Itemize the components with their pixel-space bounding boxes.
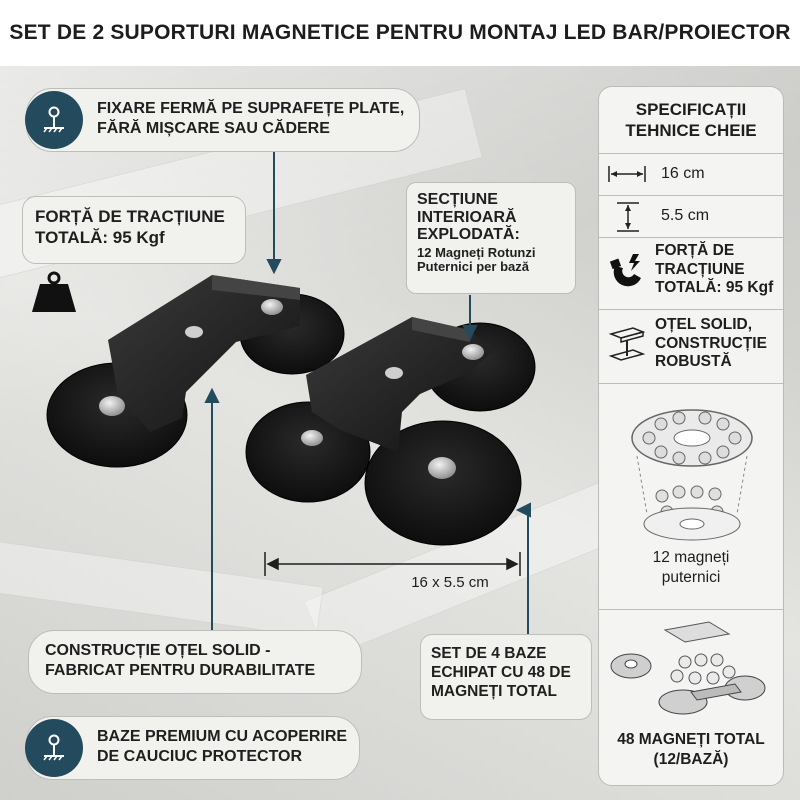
- right-mount-bracket: [245, 317, 536, 546]
- dimension-label: 16 x 5.5 cm: [411, 574, 489, 591]
- spec-row-magnets: 12 magneți puternici: [599, 383, 783, 609]
- callout-pull-force: FORȚĂ DE TRACȚIUNE TOTALĂ: 95 Kgf: [22, 196, 246, 264]
- assembly-diagram: [610, 621, 766, 715]
- callout-text: Puternici per bază: [417, 259, 529, 275]
- callout-text: DE CAUCIUC PROTECTOR: [97, 747, 303, 765]
- spec-row-pull: FORȚĂ DE TRACȚIUNE TOTALĂ: 95 Kgf: [599, 237, 783, 309]
- spec-row-total: 48 MAGNEȚI TOTAL (12/BAZĂ): [599, 609, 783, 785]
- page-title: SET DE 2 SUPORTURI MAGNETICE PENTRU MONT…: [0, 0, 800, 66]
- pointer-lines: [204, 150, 531, 638]
- mount-icon-badge: [25, 91, 83, 149]
- callout-secure-fixing: FIXARE FERMĂ PE SUPRAFEȚE PLATE, FĂRĂ MI…: [25, 88, 420, 152]
- specs-heading: TEHNICE CHEIE: [625, 121, 757, 141]
- left-mount-bracket: [46, 275, 345, 468]
- specs-heading: SPECIFICAȚII: [635, 100, 747, 119]
- mount-icon: [43, 734, 64, 761]
- callout-text: FĂRĂ MIȘCARE SAU CĂDERE: [97, 119, 330, 137]
- steel-beam-icon: [608, 327, 646, 361]
- specs-panel: SPECIFICAȚII TEHNICE CHEIE 16 cm 5.5 cm: [598, 86, 784, 786]
- spec-magnets-text: puternici: [661, 569, 721, 587]
- callout-text: SET DE 4 BAZE: [431, 645, 547, 662]
- spec-pull-text: TRACȚIUNE: [655, 260, 745, 278]
- spec-steel-text: OȚEL SOLID,: [655, 316, 753, 333]
- callout-rubber-bases: BAZE PREMIUM CU ACOPERIRE DE CAUCIUC PRO…: [25, 716, 360, 780]
- spec-pull-text: FORȚĂ DE: [655, 242, 735, 259]
- weight-icon: [32, 271, 76, 312]
- callout-steel-construction: CONSTRUCȚIE OȚEL SOLID - FABRICAT PENTRU…: [28, 630, 362, 694]
- callout-text: EXPLODATĂ:: [417, 226, 520, 244]
- spec-pull-text: TOTALĂ: 95 Kgf: [655, 279, 774, 297]
- callout-text: ECHIPAT CU 48 DE: [431, 663, 571, 681]
- exploded-magnets-diagram: [631, 409, 753, 541]
- spec-steel-text: CONSTRUCȚIE: [655, 334, 767, 352]
- callout-text: INTERIOARĂ: [417, 208, 517, 226]
- callout-text: BAZE PREMIUM CU ACOPERIRE: [97, 728, 348, 745]
- callout-text: TOTALĂ: 95 Kgf: [35, 227, 165, 247]
- spec-total-text: 48 MAGNEȚI TOTAL: [617, 731, 765, 748]
- mount-icon: [43, 106, 64, 133]
- ruler-height-icon: [617, 202, 639, 232]
- spec-steel-text: ROBUSTĂ: [655, 353, 732, 371]
- callout-text: FIXARE FERMĂ PE SUPRAFEȚE PLATE,: [97, 100, 405, 117]
- spec-row-length: 16 cm: [599, 153, 783, 195]
- spec-row-steel: OȚEL SOLID, CONSTRUCȚIE ROBUSTĂ: [599, 309, 783, 383]
- spec-length-value: 16 cm: [661, 165, 705, 182]
- spec-row-height: 5.5 cm: [599, 195, 783, 237]
- magnet-icon: [609, 254, 641, 287]
- spec-total-text: (12/BAZĂ): [653, 751, 729, 769]
- callout-exploded-section: SECȚIUNE INTERIOARĂ EXPLODATĂ: 12 Magneț…: [406, 182, 576, 294]
- spec-magnets-text: 12 magneți: [652, 549, 730, 566]
- spec-height-value: 5.5 cm: [661, 207, 710, 224]
- mount-icon-badge: [25, 719, 83, 777]
- dimension-line: [264, 552, 521, 576]
- callout-four-bases: SET DE 4 BAZE ECHIPAT CU 48 DE MAGNEȚI T…: [420, 634, 592, 720]
- ruler-width-icon: [608, 166, 646, 182]
- callout-text: FORȚĂ DE TRACȚIUNE: [35, 207, 225, 226]
- callout-text: CONSTRUCȚIE OȚEL SOLID -: [45, 642, 271, 659]
- callout-text: FABRICAT PENTRU DURABILITATE: [45, 661, 316, 679]
- callout-text: 12 Magneți Rotunzi: [417, 244, 536, 260]
- callout-text: SECȚIUNE: [417, 191, 498, 208]
- callout-text: MAGNEȚI TOTAL: [431, 682, 557, 700]
